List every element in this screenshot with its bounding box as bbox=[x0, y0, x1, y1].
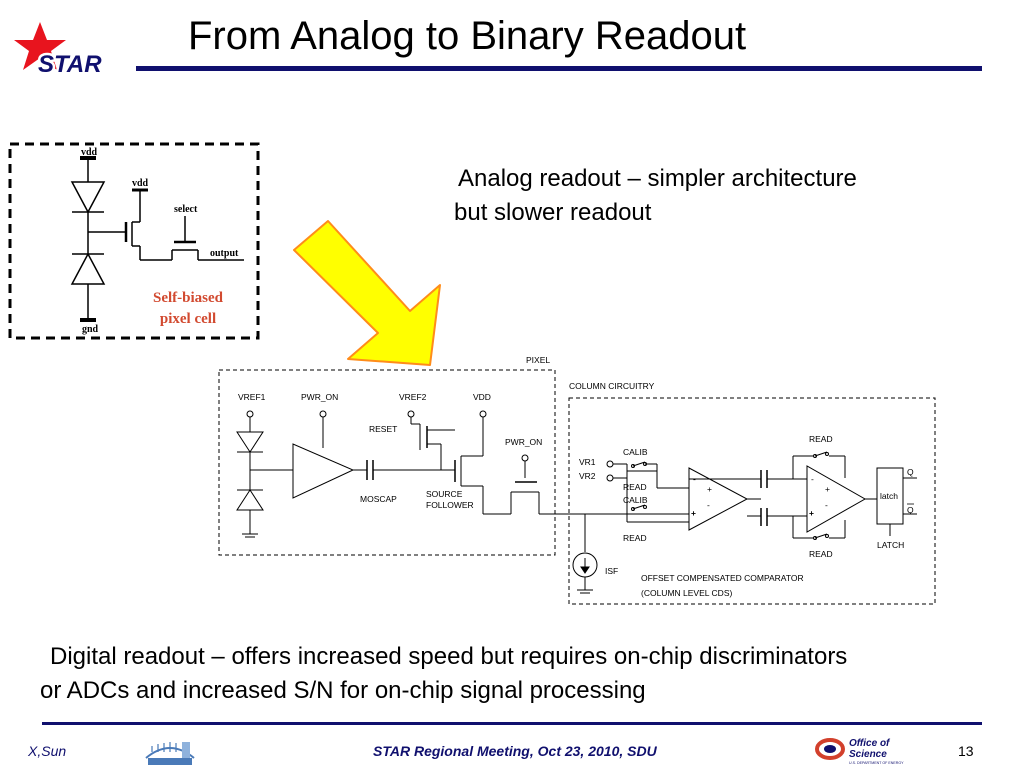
read-4-label: READ bbox=[809, 549, 833, 559]
science-label: Science bbox=[849, 749, 887, 760]
pwr-on-2-label: PWR_ON bbox=[505, 437, 542, 447]
science-swirl-icon bbox=[815, 738, 845, 760]
digital-readout-line2: or ADCs and increased S/N for on-chip si… bbox=[40, 677, 646, 704]
footer-author: X,Sun bbox=[28, 743, 67, 759]
comp2-minus-label: - bbox=[811, 474, 814, 484]
doe-label: U.S. DEPARTMENT OF ENERGY bbox=[849, 761, 904, 765]
pixel-cell-schematic: vdd vdd select output gnd Self-biased pi… bbox=[8, 142, 260, 340]
footer-divider bbox=[42, 722, 982, 725]
pwr-on-1-label: PWR_ON bbox=[301, 392, 338, 402]
moscap-label: MOSCAP bbox=[360, 494, 397, 504]
digital-readout-line1: Digital readout – offers increased speed… bbox=[50, 643, 848, 670]
vr2-label: VR2 bbox=[579, 471, 596, 481]
title-divider bbox=[136, 66, 982, 71]
calib-1-label: CALIB bbox=[623, 447, 648, 457]
latch-caps-label: LATCH bbox=[877, 540, 904, 550]
column-circuitry-label: COLUMN CIRCUITRY bbox=[569, 381, 655, 391]
vref2-label: VREF2 bbox=[399, 392, 427, 402]
analog-readout-text: Analog readout – simpler architecture bu… bbox=[454, 162, 974, 230]
latch-box-label: latch bbox=[880, 491, 898, 501]
yellow-arrow-icon bbox=[293, 220, 441, 366]
office-of-label: Office of bbox=[849, 738, 891, 749]
read-2-label: READ bbox=[623, 533, 647, 543]
page-number: 13 bbox=[958, 743, 974, 759]
comp1-minus-label: - bbox=[693, 474, 696, 484]
pixel-label: PIXEL bbox=[526, 355, 550, 365]
comp2-plus-inner-label: + bbox=[825, 484, 830, 494]
isf-label: ISF bbox=[605, 566, 618, 576]
output-label: output bbox=[210, 248, 239, 259]
readout-circuit-schematic: PIXEL COLUMN CIRCUITRY VREF1 PWR_ON VREF… bbox=[218, 355, 936, 605]
star-logo-text: STAR bbox=[38, 51, 102, 78]
slide-title: From Analog to Binary Readout bbox=[188, 14, 747, 58]
offset-comparator-line1: OFFSET COMPENSATED COMPARATOR bbox=[641, 573, 804, 583]
footer-meeting: STAR Regional Meeting, Oct 23, 2010, SDU bbox=[373, 743, 657, 759]
digital-readout-text: Digital readout – offers increased speed… bbox=[40, 640, 1015, 708]
comp1-plus-label: + bbox=[691, 508, 696, 518]
vdd-mid-label: vdd bbox=[132, 178, 149, 189]
offset-comparator-line2: (COLUMN LEVEL CDS) bbox=[641, 588, 732, 598]
comp2-minus-inner-label: - bbox=[825, 500, 828, 510]
star-logo: STAR STAR bbox=[14, 22, 105, 81]
qbar-output-label: Q bbox=[907, 505, 914, 515]
reset-label: RESET bbox=[369, 424, 397, 434]
vr1-label: VR1 bbox=[579, 457, 596, 467]
q-output-label: Q bbox=[907, 467, 914, 477]
vref1-label: VREF1 bbox=[238, 392, 266, 402]
comp2-plus-label: + bbox=[809, 508, 814, 518]
lab-building-logo-icon bbox=[145, 742, 195, 765]
read-1-label: READ bbox=[623, 482, 647, 492]
comp1-minus-inner-label: - bbox=[707, 500, 710, 510]
read-3-label: READ bbox=[809, 434, 833, 444]
calib-2-label: CALIB bbox=[623, 495, 648, 505]
analog-readout-line1: Analog readout – simpler architecture bbox=[458, 165, 857, 192]
pixel-cell-caption-line2: pixel cell bbox=[160, 311, 216, 327]
vdd-top-label: vdd bbox=[81, 147, 98, 158]
comp1-plus-inner-label: + bbox=[707, 484, 712, 494]
select-label: select bbox=[174, 204, 198, 215]
source-label: SOURCE bbox=[426, 489, 463, 499]
analog-readout-line2: but slower readout bbox=[454, 199, 652, 226]
vdd-label: VDD bbox=[473, 392, 491, 402]
pixel-cell-caption-line1: Self-biased bbox=[153, 290, 224, 306]
follower-label: FOLLOWER bbox=[426, 500, 474, 510]
gnd-label: gnd bbox=[82, 324, 99, 335]
office-of-science-logo: Office of Science U.S. DEPARTMENT OF ENE… bbox=[815, 738, 904, 765]
star-logo-outline: STAR bbox=[38, 51, 102, 78]
red-star-icon bbox=[14, 22, 66, 70]
